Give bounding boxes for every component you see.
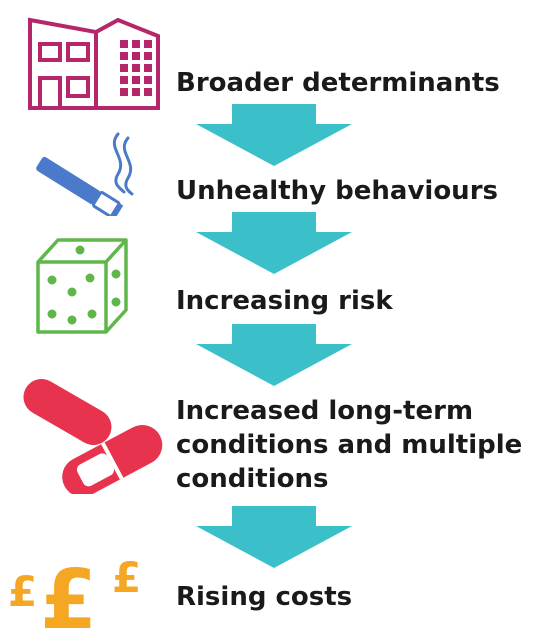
cigarette-icon — [36, 132, 134, 216]
dice-icon — [36, 238, 128, 334]
step-label-increasing-risk: Increasing risk — [176, 286, 393, 316]
step-label-long-term-conditions: Increased long-term conditions and multi… — [176, 396, 523, 494]
step-label-unhealthy-behaviours: Unhealthy behaviours — [176, 176, 498, 206]
step-label-rising-costs: Rising costs — [176, 582, 353, 612]
building-icon — [28, 17, 160, 110]
flow-arrow-3 — [196, 324, 352, 386]
pound-large-center: £ — [40, 553, 97, 634]
pound-icon: £ £ £ — [8, 553, 141, 634]
pound-small-left: £ — [8, 567, 37, 616]
flow-arrow-4 — [196, 506, 352, 568]
pills-icon — [23, 379, 163, 494]
pound-small-right: £ — [112, 553, 141, 602]
flow-arrow-1 — [196, 104, 352, 166]
step-label-broader-determinants: Broader determinants — [176, 68, 500, 98]
flow-arrow-2 — [196, 212, 352, 274]
